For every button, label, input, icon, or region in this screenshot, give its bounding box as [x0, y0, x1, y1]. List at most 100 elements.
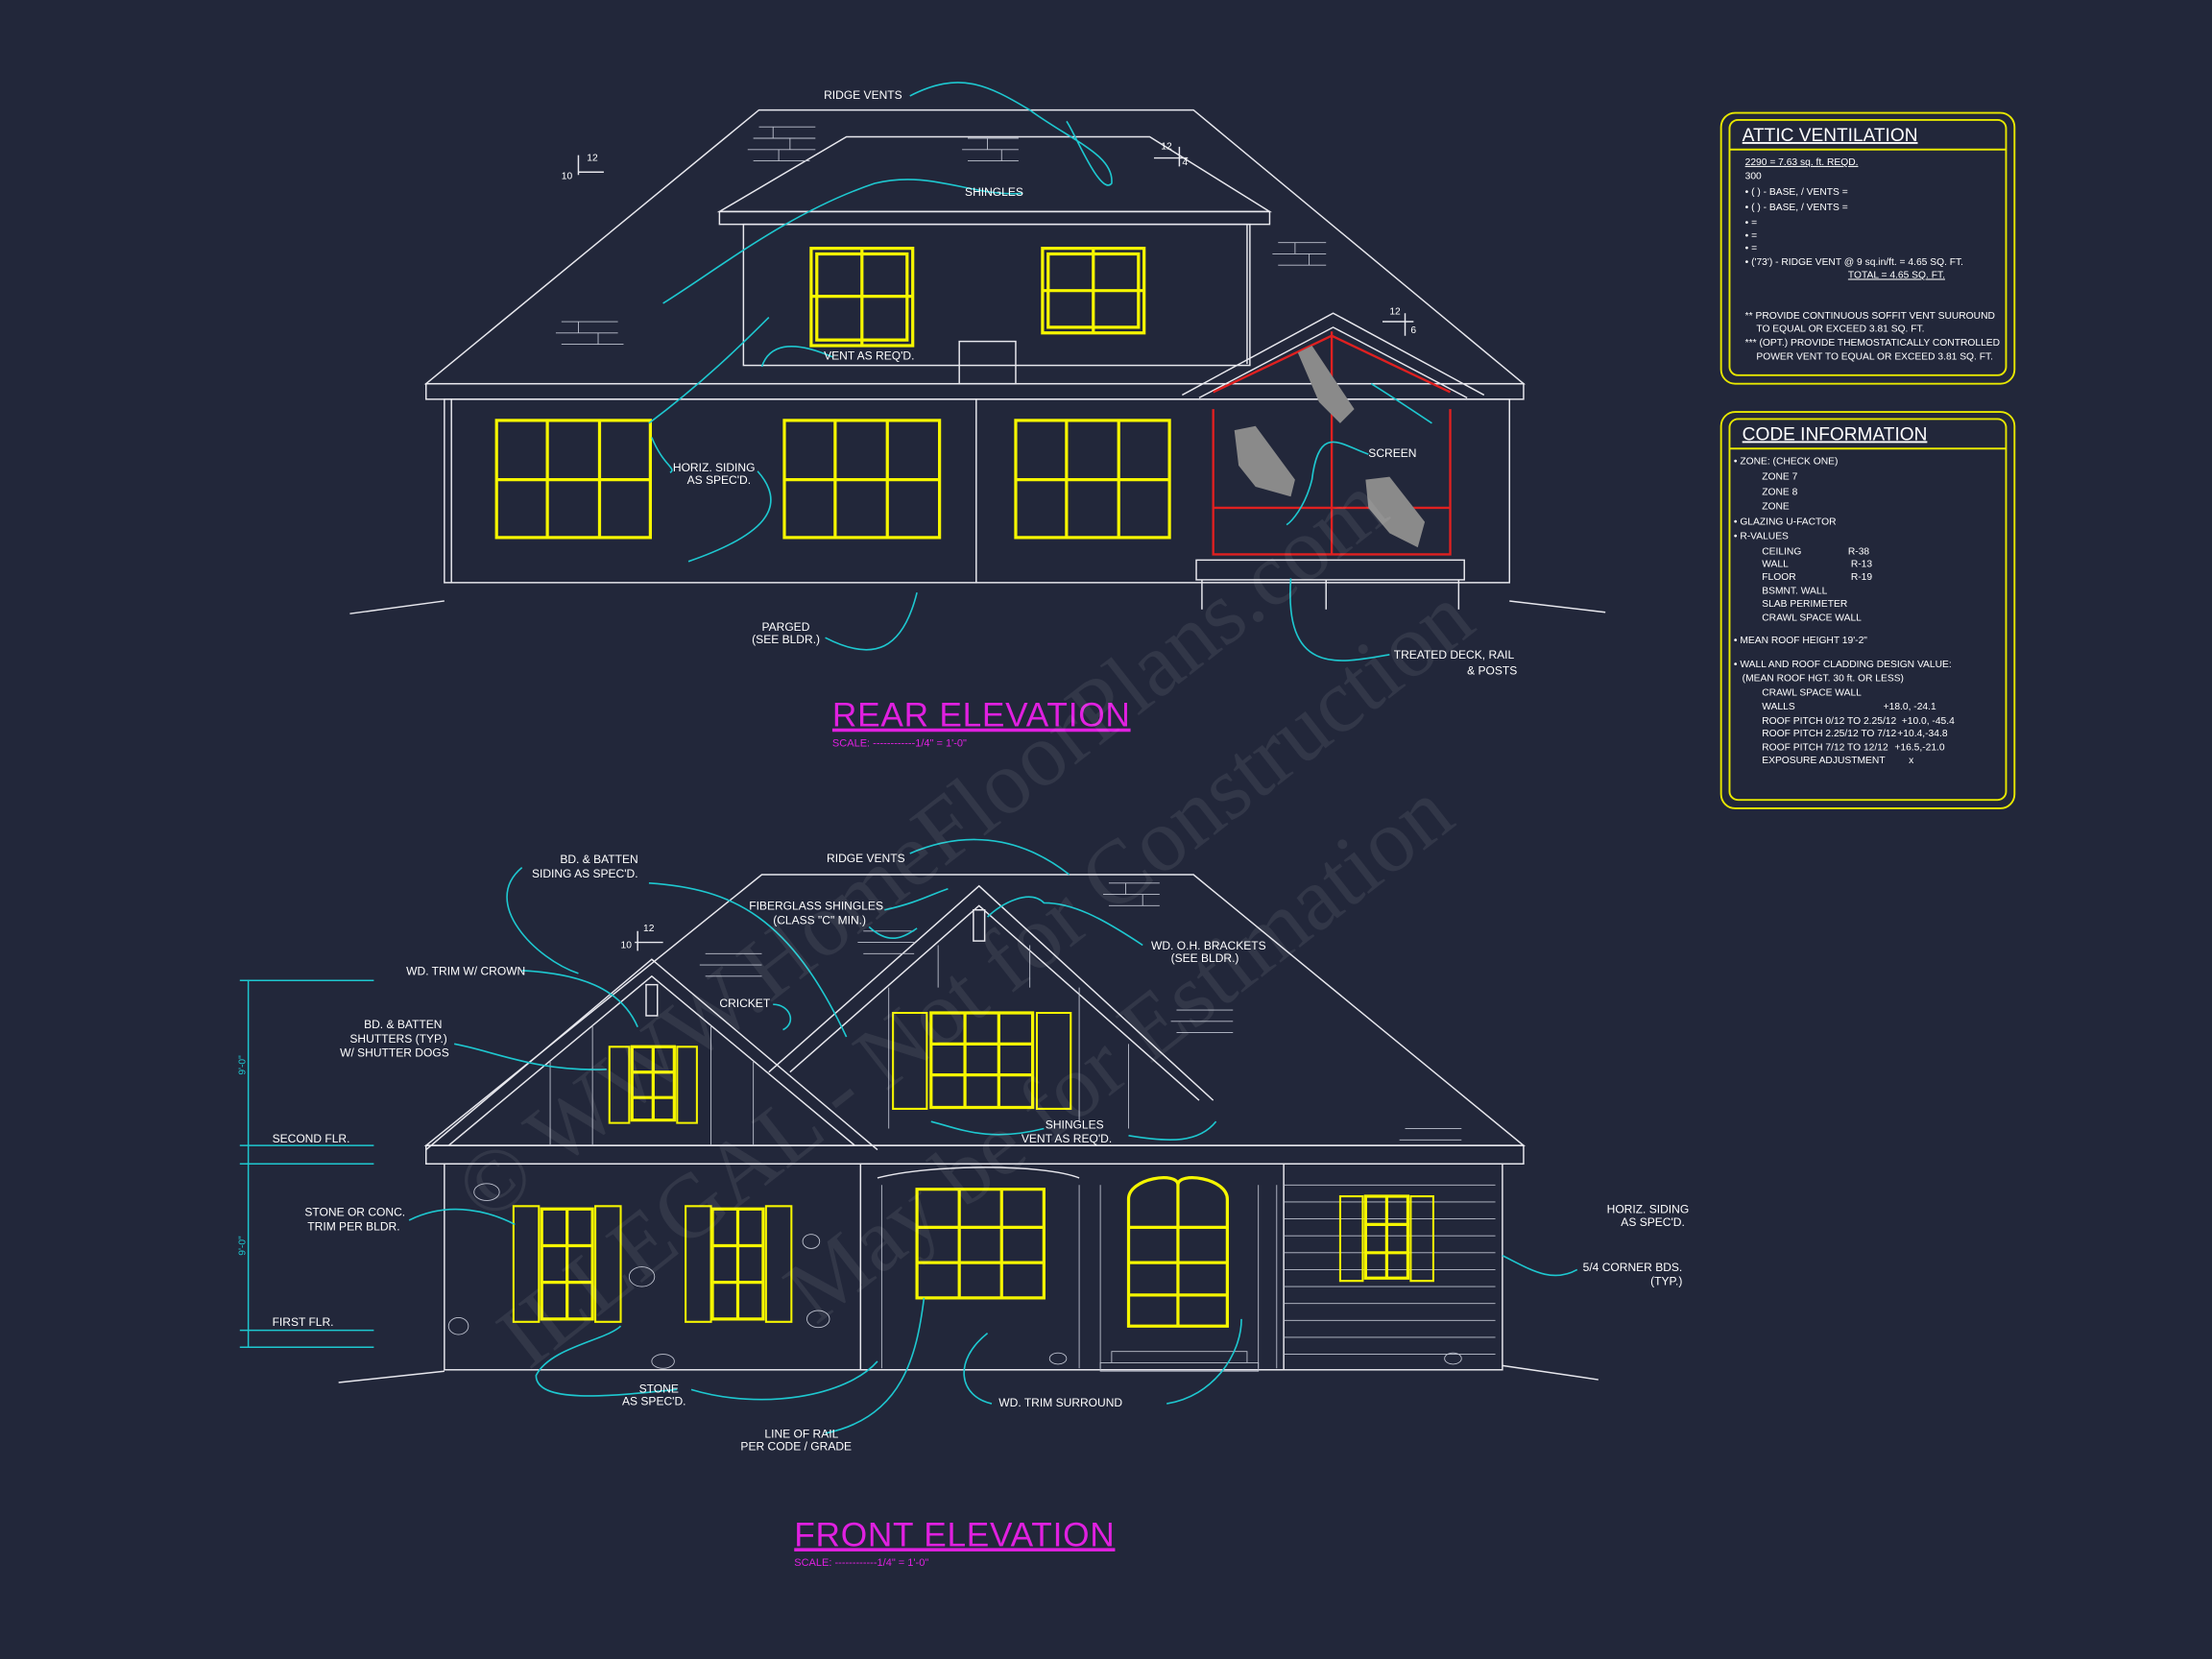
label-trim-crown: WD. TRIM W/ CROWN [406, 964, 525, 977]
label-trim-surround: WD. TRIM SURROUND [998, 1396, 1122, 1409]
label-oh-brackets: WD. O.H. BRACKETS [1151, 939, 1266, 952]
code-r-key: CRAWL SPACE WALL [1762, 613, 1862, 624]
label-ridge-vents: RIDGE VENTS [824, 88, 902, 102]
code-c-key: CRAWL SPACE WALL [1762, 687, 1862, 698]
code-c-value: +10.0, -45.4 [1902, 716, 1955, 727]
rear-pitch-right-run: 12 [1389, 307, 1401, 318]
label-stone-trim: STONE OR CONC. [304, 1206, 405, 1219]
code-r-key: BSMNT. WALL [1762, 587, 1827, 597]
attic-line: • ( ) - BASE, / VENTS = [1745, 203, 1848, 213]
front-elevation-scale: SCALE: ------------1/4" = 1'-0" [794, 1557, 928, 1569]
attic-line: • = [1745, 218, 1757, 228]
code-zone: ZONE 7 [1762, 472, 1797, 483]
rear-pitch-right-rise: 6 [1410, 325, 1416, 336]
label-bd-batten-2: SIDING AS SPEC'D. [532, 867, 638, 880]
attic-note: *** (OPT.) PROVIDE THEMOSTATICALLY CONTR… [1745, 338, 2000, 349]
label-corner-bds-2: (TYP.) [1650, 1275, 1682, 1288]
label-treated-deck: TREATED DECK, RAIL [1394, 648, 1515, 661]
code-c-value: +10.4,-34.8 [1897, 729, 1948, 739]
label-horiz-siding-front-2: AS SPEC'D. [1621, 1215, 1684, 1229]
label-stone-trim-2: TRIM PER BLDR. [307, 1219, 399, 1233]
code-r-value: R-13 [1851, 560, 1873, 570]
label-cricket: CRICKET [719, 997, 770, 1010]
code-c-key: ROOF PITCH 7/12 TO 12/12 [1762, 743, 1888, 754]
rear-pitch-left-run: 12 [587, 154, 598, 164]
label-shingles: SHINGLES [965, 185, 1023, 199]
code-r-value: R-38 [1848, 546, 1870, 557]
code-cladding: • WALL AND ROOF CLADDING DESIGN VALUE: [1734, 660, 1952, 670]
code-r-key: SLAB PERIMETER [1762, 599, 1847, 610]
label-stone-2: AS SPEC'D. [622, 1395, 685, 1408]
code-c-value: x [1909, 756, 1914, 766]
rear-pitch-left-rise: 10 [562, 172, 573, 182]
label-bd-batten: BD. & BATTEN [560, 853, 637, 866]
label-first-flr: FIRST FLR. [273, 1315, 334, 1329]
rear-elevation: 10 12 12 4 12 6 RIDGE VENTS SHINGLES VEN… [349, 82, 1606, 749]
code-cladding-2: (MEAN ROOF HGT. 30 ft. OR LESS) [1743, 674, 1904, 685]
label-shutters-2: SHUTTERS (TYP.) [349, 1032, 446, 1046]
attic-title: ATTIC VENTILATION [1743, 126, 1918, 146]
label-corner-bds: 5/4 CORNER BDS. [1583, 1261, 1683, 1274]
rear-elevation-scale: SCALE: ------------1/4" = 1'-0" [832, 737, 967, 749]
label-line-of-rail: LINE OF RAIL [764, 1427, 838, 1440]
label-screen: SCREEN [1368, 446, 1416, 460]
code-title: CODE INFORMATION [1743, 424, 1928, 445]
rear-pitch-mid-rise: 4 [1182, 157, 1188, 168]
code-zone: ZONE [1762, 501, 1790, 512]
attic-line: 300 [1745, 172, 1762, 182]
label-oh-brackets-2: (SEE BLDR.) [1171, 951, 1239, 965]
front-elevation: 9'-0" 9'-0" 10 12 BD. & BATTEN SIDING AS… [238, 838, 1690, 1569]
label-parged: PARGED [761, 620, 809, 634]
code-mean-roof: • MEAN ROOF HEIGHT 19'-2" [1734, 636, 1867, 646]
label-parged-2: (SEE BLDR.) [752, 633, 820, 646]
attic-note: ** PROVIDE CONTINUOUS SOFFIT VENT SUUROU… [1745, 311, 1995, 322]
label-shutters-3: W/ SHUTTER DOGS [340, 1046, 449, 1060]
attic-line: • = [1745, 230, 1757, 241]
code-zone: ZONE 8 [1762, 488, 1797, 498]
label-treated-deck-2: & POSTS [1467, 663, 1517, 677]
rear-windows [494, 246, 1171, 540]
dim-lower-floor: 9'-0" [238, 1236, 249, 1256]
code-r-key: CEILING [1762, 546, 1801, 557]
dim-upper-floor: 9'-0" [238, 1055, 249, 1075]
attic-total: TOTAL = 4.65 SQ. FT. [1848, 270, 1945, 280]
front-pitch-run: 12 [643, 924, 655, 934]
attic-line: • ( ) - BASE, / VENTS = [1745, 187, 1848, 198]
attic-line: 2290 = 7.63 sq. ft. REQD. [1745, 157, 1859, 168]
code-zone: • ZONE: (CHECK ONE) [1734, 456, 1839, 467]
attic-ventilation-table: ATTIC VENTILATION 2290 = 7.63 sq. ft. RE… [1719, 111, 2016, 385]
code-c-key: EXPOSURE ADJUSTMENT [1762, 756, 1886, 766]
label-front-ridge-vents: RIDGE VENTS [827, 852, 905, 865]
rear-leaders [648, 82, 1432, 661]
code-r-key: WALL [1762, 560, 1789, 570]
attic-note: POWER VENT TO EQUAL OR EXCEED 3.81 SQ. F… [1756, 352, 1993, 363]
label-second-flr: SECOND FLR. [273, 1132, 350, 1145]
label-horiz-siding-2: AS SPEC'D. [687, 473, 751, 487]
label-fiberglass-shingles-2: (CLASS "C" MIN.) [773, 913, 866, 926]
rear-elevation-title: REAR ELEVATION [832, 697, 1131, 734]
label-horiz-siding-front: HORIZ. SIDING [1607, 1203, 1690, 1216]
attic-line: • = [1745, 244, 1757, 254]
code-r-value: R-19 [1851, 572, 1873, 583]
code-r-key: FLOOR [1762, 572, 1795, 583]
rear-pitch-mid-run: 12 [1161, 142, 1172, 153]
code-c-key: WALLS [1762, 702, 1795, 712]
label-front-vent: VENT AS REQ'D. [1022, 1132, 1112, 1145]
front-leaders [408, 838, 1578, 1434]
label-horiz-siding: HORIZ. SIDING [673, 461, 756, 474]
label-line-of-rail-2: PER CODE / GRADE [740, 1440, 852, 1454]
code-rvalues: • R-VALUES [1734, 531, 1789, 541]
attic-line: • ('73') - RIDGE VENT @ 9 sq.in/ft. = 4.… [1745, 257, 1963, 268]
attic-note: TO EQUAL OR EXCEED 3.81 SQ. FT. [1756, 324, 1924, 334]
label-front-shingles: SHINGLES [1046, 1118, 1104, 1132]
label-fiberglass-shingles: FIBERGLASS SHINGLES [749, 900, 883, 913]
label-shutters: BD. & BATTEN [364, 1018, 442, 1031]
code-information-table: CODE INFORMATION • ZONE: (CHECK ONE) ZON… [1719, 411, 2016, 809]
code-c-value: +16.5,-21.0 [1894, 743, 1945, 754]
label-stone: STONE [639, 1382, 679, 1395]
front-pitch-rise: 10 [621, 940, 633, 950]
front-elevation-title: FRONT ELEVATION [794, 1516, 1115, 1553]
front-windows [512, 1011, 1434, 1328]
code-c-value: +18.0, -24.1 [1884, 702, 1936, 712]
